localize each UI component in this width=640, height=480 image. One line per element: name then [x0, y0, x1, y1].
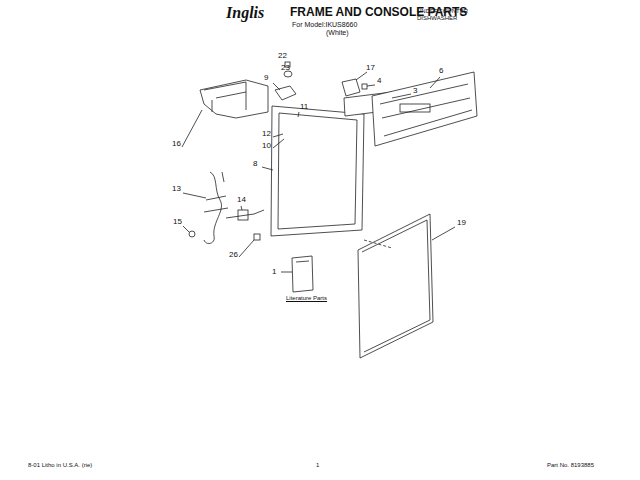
model-text: (White) — [326, 29, 349, 36]
callout-number: 16 — [172, 140, 181, 148]
product-type: UNDERCOUNTER — [417, 8, 468, 14]
callout-number: 13 — [172, 185, 181, 193]
callout-number: 8 — [253, 160, 257, 168]
page-number: 1 — [316, 462, 319, 468]
callout-number: 15 — [173, 218, 182, 226]
callout-number: 26 — [229, 251, 238, 259]
callout-number: 23 — [281, 64, 290, 72]
callout-number: 22 — [278, 52, 287, 60]
part-number: Part No. 8193885 — [547, 462, 594, 468]
callout-number: 10 — [262, 142, 271, 150]
callout-number: 3 — [413, 87, 417, 95]
callout-number: 4 — [377, 77, 381, 85]
model-text: For Model:IKUS8660 — [292, 21, 357, 28]
callout-number: 12 — [262, 130, 271, 138]
callout-number: 19 — [457, 219, 466, 227]
callout-number: 6 — [439, 67, 443, 75]
callout-number: 14 — [237, 196, 246, 204]
callout-number: 11 — [300, 103, 308, 111]
product-type: DISHWASHER — [417, 15, 457, 21]
callout-number: 1 — [272, 268, 276, 276]
logo-text: Inglis — [226, 5, 264, 21]
literature-label: Literature Parts — [286, 295, 327, 301]
callout-number: 9 — [264, 74, 268, 82]
footer-text: 8-01 Litho in U.S.A. (rie) — [28, 462, 92, 468]
callout-number: 17 — [366, 64, 375, 72]
